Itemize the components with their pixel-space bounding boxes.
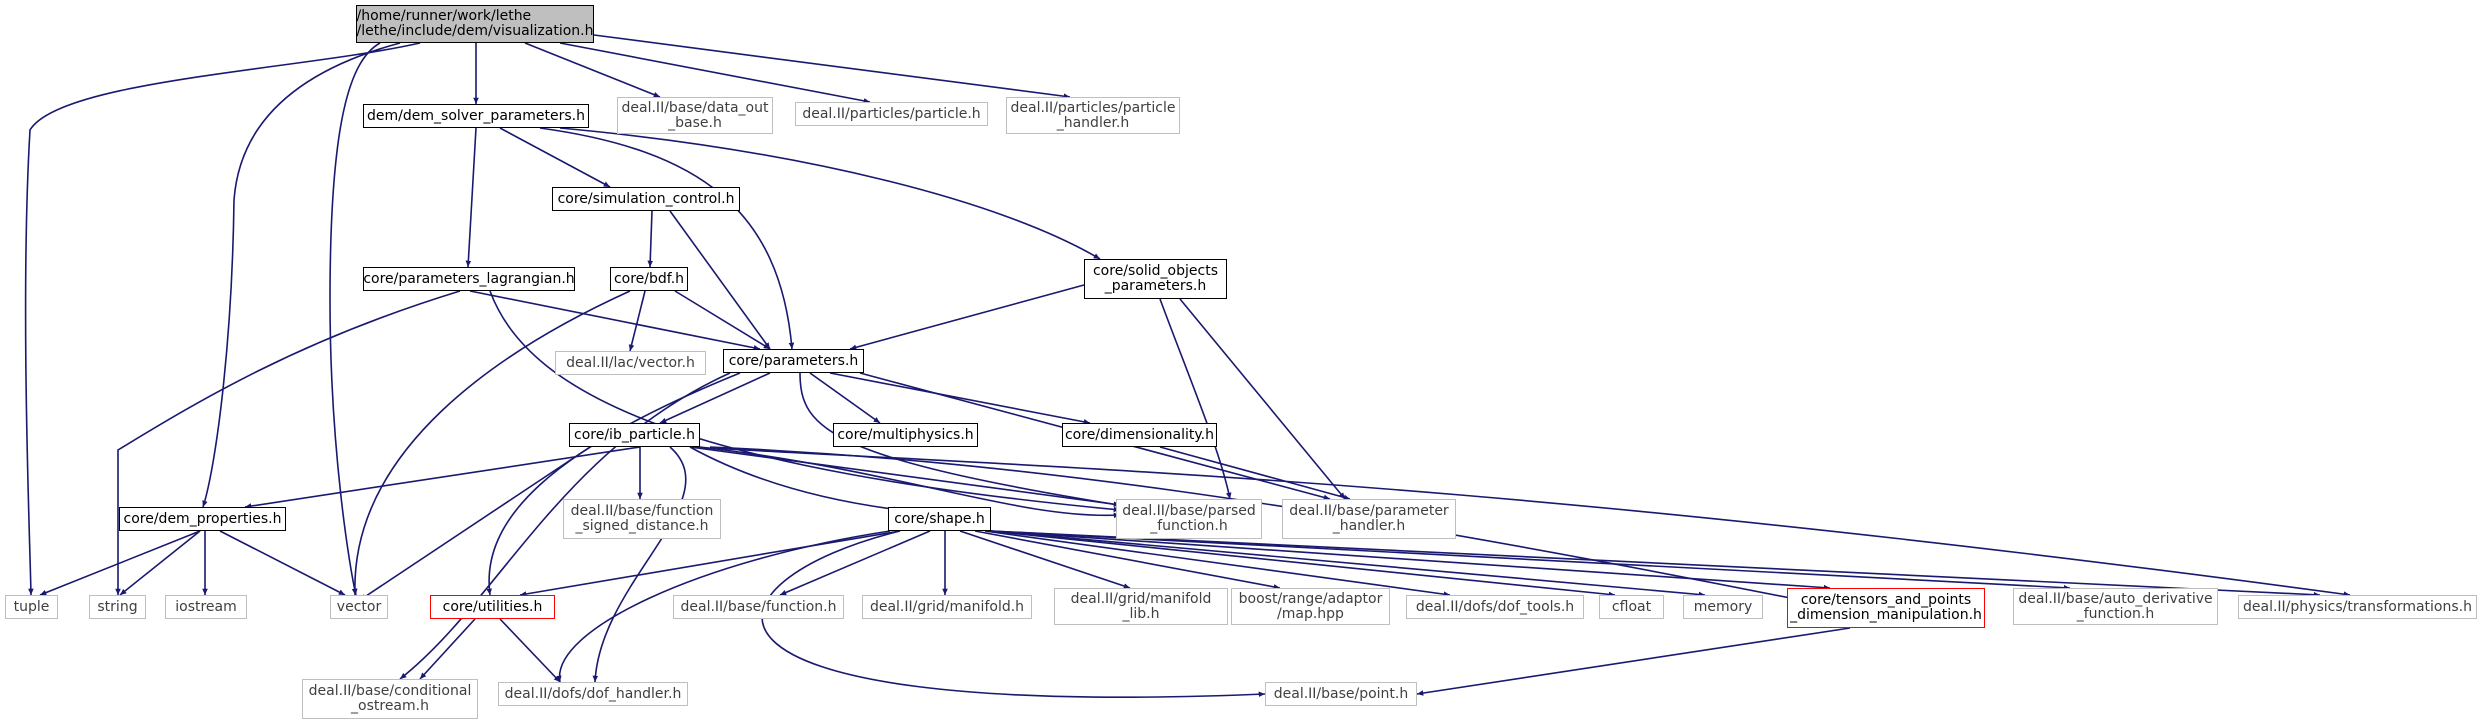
dependency-edge	[115, 290, 461, 595]
dependency-edge	[984, 530, 1451, 597]
dependency-edge	[1179, 298, 1346, 500]
dependency-edge	[559, 42, 871, 104]
dependency-edge	[1159, 446, 1351, 501]
node-grid-manifold: deal.II/grid/manifold.h	[862, 595, 1032, 619]
node-lac-vector: deal.II/lac/vector.h	[555, 351, 706, 375]
dependency-edge	[499, 618, 561, 683]
node-dem-solver-parameters[interactable]: dem/dem_solver_parameters.h	[363, 104, 589, 128]
dependency-edge	[761, 530, 1266, 698]
node-memory: memory	[1683, 595, 1763, 619]
dependency-edge	[628, 290, 646, 352]
node-root: /home/runner/work/lethe /lethe/include/d…	[356, 5, 594, 43]
dependency-edge	[647, 210, 654, 268]
dependency-edge	[519, 530, 901, 597]
dependency-edge	[24, 42, 421, 596]
dependency-edge	[219, 530, 346, 596]
dependency-edge	[359, 446, 591, 601]
dependency-edge	[244, 446, 641, 509]
dependency-edge	[990, 530, 1831, 591]
node-cfloat: cfloat	[1599, 595, 1664, 619]
dependency-edge	[524, 42, 661, 98]
dependency-edge	[119, 530, 201, 596]
node-utilities[interactable]: core/utilities.h	[430, 595, 555, 619]
node-parameters-lagrangian[interactable]: core/parameters_lagrangian.h	[363, 267, 575, 291]
dependency-edge	[593, 34, 1071, 99]
node-parameters[interactable]: core/parameters.h	[723, 349, 864, 373]
dependency-edge	[699, 446, 1121, 519]
dependency-edge	[556, 530, 891, 683]
node-bdf[interactable]: core/bdf.h	[610, 267, 688, 291]
node-transformations: deal.II/physics/transformations.h	[2238, 595, 2477, 619]
dependency-edge	[559, 127, 1101, 260]
dependency-edge	[959, 530, 1131, 589]
dependency-edges	[24, 34, 2351, 698]
dependency-edge	[989, 530, 1616, 598]
dependency-edge	[849, 284, 1085, 351]
dependency-edge	[990, 530, 1706, 598]
node-dof-handler: deal.II/dofs/dof_handler.h	[498, 682, 688, 706]
dependency-edge	[592, 446, 687, 683]
node-auto-derivative: deal.II/base/auto_derivative _function.h	[2013, 588, 2218, 625]
dependency-edge	[829, 372, 1091, 425]
dependency-edge	[469, 290, 761, 351]
node-multiphysics[interactable]: core/multiphysics.h	[833, 423, 978, 447]
node-parsed-function: deal.II/base/parsed _function.h	[1116, 499, 1262, 539]
node-ib-particle[interactable]: core/ib_particle.h	[569, 423, 700, 447]
node-parameter-handler: deal.II/base/parameter _handler.h	[1282, 499, 1456, 539]
node-base-function: deal.II/base/function.h	[673, 595, 844, 619]
node-vector: vector	[330, 595, 388, 619]
node-manifold-lib: deal.II/grid/manifold _lib.h	[1054, 588, 1228, 625]
node-point: deal.II/base/point.h	[1265, 682, 1417, 706]
dependency-edge	[990, 530, 2321, 598]
dependency-edge	[689, 446, 1121, 507]
dependency-edge	[669, 210, 771, 350]
dependency-edge	[399, 372, 731, 680]
dependency-edge	[39, 530, 201, 596]
node-iostream: iostream	[165, 595, 247, 619]
node-function-signed-distance: deal.II/base/function _signed_distance.h	[563, 499, 721, 539]
dependency-edge	[465, 127, 477, 268]
dependency-edge	[689, 446, 901, 512]
dependency-edge	[1159, 298, 1232, 500]
node-dof-tools: deal.II/dofs/dof_tools.h	[1406, 595, 1584, 619]
dependency-edge	[351, 290, 631, 596]
dependency-edge	[779, 530, 931, 596]
dependency-edge	[974, 530, 1281, 590]
node-shape[interactable]: core/shape.h	[888, 507, 991, 531]
node-solid-objects-parameters[interactable]: core/solid_objects _parameters.h	[1084, 259, 1227, 299]
dependency-edge	[499, 127, 611, 188]
node-dimensionality[interactable]: core/dimensionality.h	[1062, 423, 1217, 447]
dependency-edge	[486, 372, 741, 596]
dependency-edge	[674, 290, 771, 350]
dependency-edge	[329, 42, 381, 596]
node-dem-properties[interactable]: core/dem_properties.h	[119, 507, 286, 531]
dependency-edge	[1416, 627, 1851, 696]
dependency-edge	[659, 372, 771, 424]
node-boost-map: boost/range/adaptor /map.hpp	[1231, 588, 1390, 625]
dependency-edge	[419, 618, 476, 680]
dependency-edge	[202, 42, 401, 508]
node-conditional-ostream: deal.II/base/conditional _ostream.h	[302, 679, 478, 719]
node-string: string	[89, 595, 146, 619]
node-simulation-control[interactable]: core/simulation_control.h	[552, 187, 740, 211]
node-tuple: tuple	[5, 595, 58, 619]
node-particle: deal.II/particles/particle.h	[795, 102, 988, 126]
dependency-edge	[990, 530, 2071, 591]
dependency-edge	[809, 372, 881, 424]
node-tensors-points[interactable]: core/tensors_and_points _dimension_manip…	[1787, 588, 1985, 628]
node-particle-handler: deal.II/particles/particle _handler.h	[1006, 97, 1180, 134]
node-data-out-base: deal.II/base/data_out _base.h	[617, 97, 773, 134]
